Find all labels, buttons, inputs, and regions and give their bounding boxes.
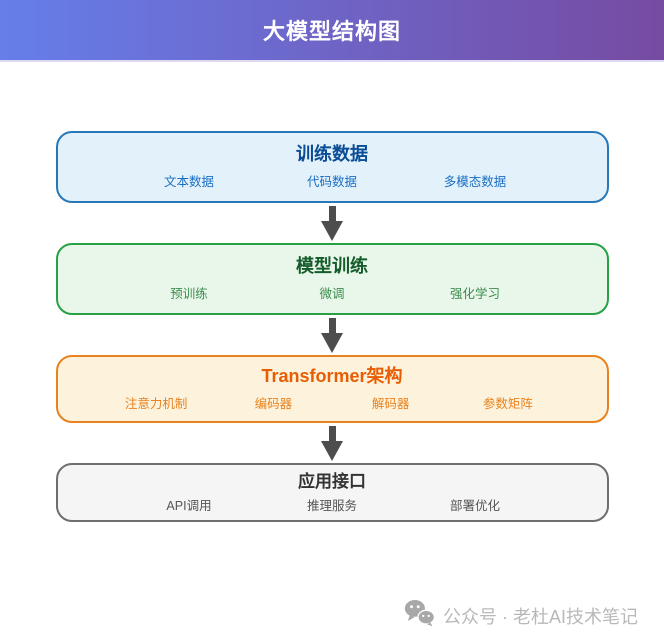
arrow-stem <box>328 205 336 221</box>
layer-application-interface: 应用接口 API调用 推理服务 部署优化 <box>55 463 609 522</box>
layer-items: 注意力机制 编码器 解码器 参数矩阵 <box>58 398 607 411</box>
layer-item: API调用 <box>166 498 212 513</box>
layer-item: 代码数据 <box>306 175 357 190</box>
layer-title: 模型训练 <box>296 256 368 277</box>
layer-item: 强化学习 <box>449 287 500 302</box>
header-banner: 大模型结构图 <box>0 0 664 62</box>
layer-item: 多模态数据 <box>443 175 507 190</box>
layer-title: 应用接口 <box>298 471 366 491</box>
structure-diagram: 训练数据 文本数据 代码数据 多模态数据 模型训练 预训练 微调 强化学习 Tr… <box>0 62 664 522</box>
page-title: 大模型结构图 <box>262 19 401 44</box>
layer-item: 微调 <box>319 287 345 302</box>
layer-item: 推理服务 <box>306 498 357 513</box>
layer-transformer-architecture: Transformer架构 注意力机制 编码器 解码器 参数矩阵 <box>55 355 609 423</box>
layer-items: API调用 推理服务 部署优化 <box>58 500 607 513</box>
layer-item: 参数矩阵 <box>482 397 533 412</box>
layer-model-training: 模型训练 预训练 微调 强化学习 <box>55 243 609 315</box>
down-arrow <box>0 315 664 355</box>
arrow-head <box>321 440 343 461</box>
watermark-footer: 公众号 · 老杜AI技术笔记 <box>0 599 664 632</box>
arrow-stem <box>328 317 336 333</box>
arrow-stem <box>328 425 336 441</box>
wechat-icon <box>404 599 436 632</box>
layer-item: 解码器 <box>371 397 410 412</box>
layer-item: 预训练 <box>170 287 208 302</box>
down-arrow <box>0 203 664 243</box>
layer-training-data: 训练数据 文本数据 代码数据 多模态数据 <box>55 131 609 203</box>
arrow-head <box>321 332 343 353</box>
layer-item: 注意力机制 <box>124 397 188 412</box>
layer-item: 部署优化 <box>449 498 500 513</box>
down-arrow <box>0 423 664 463</box>
layer-title: Transformer架构 <box>261 366 403 387</box>
layer-items: 文本数据 代码数据 多模态数据 <box>58 176 607 189</box>
arrow-head <box>321 220 343 241</box>
layer-items: 预训练 微调 强化学习 <box>58 288 607 301</box>
layer-item: 文本数据 <box>163 175 214 190</box>
watermark-label: 公众号 · 老杜AI技术笔记 <box>442 606 638 627</box>
layer-item: 编码器 <box>254 397 293 412</box>
layer-title: 训练数据 <box>296 144 368 165</box>
